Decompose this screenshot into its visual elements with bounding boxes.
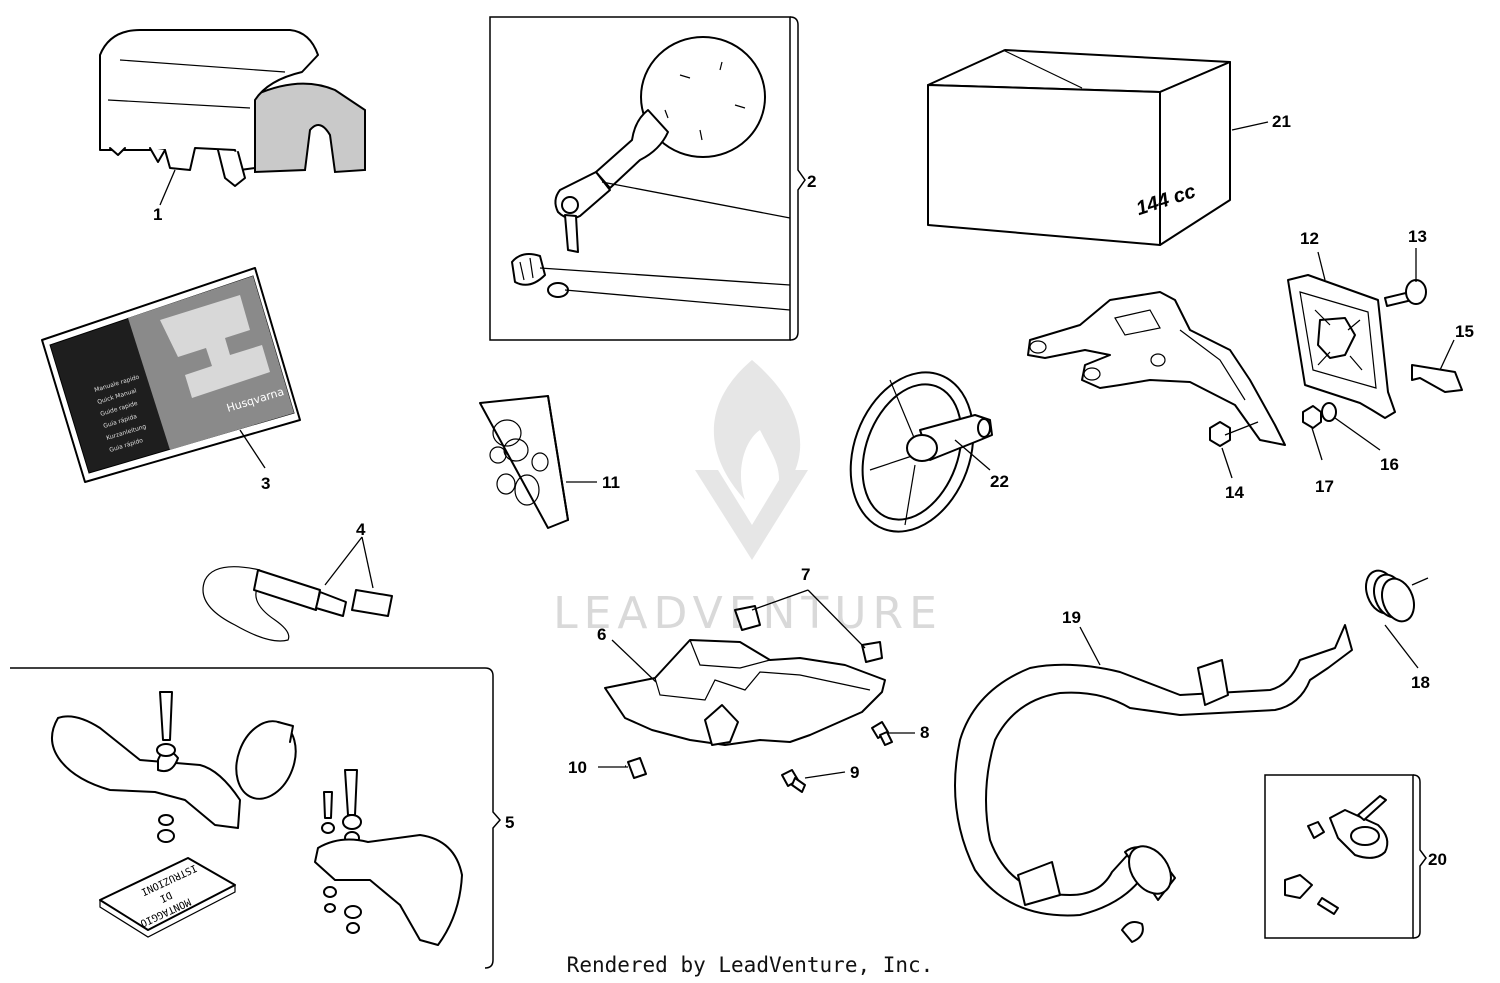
callout-7: 7 <box>801 565 810 584</box>
callout-21: 21 <box>1272 112 1291 131</box>
part-8-bolt <box>871 721 915 746</box>
callout-11: 11 <box>602 473 620 492</box>
part-9-bolt <box>781 769 846 793</box>
part-3-manual: Husqvarna Manuale rapido Quick Manual Gu… <box>41 267 301 483</box>
callout-2: 2 <box>807 172 816 191</box>
callout-19: 19 <box>1062 608 1081 627</box>
part-15-tab <box>1411 339 1463 393</box>
part-14-tail-bracket <box>1027 291 1286 479</box>
part-4-usb-stick <box>202 536 393 642</box>
callout-14: 14 <box>1225 483 1244 502</box>
part-10-spacer <box>598 757 647 779</box>
part-5-handguard-kit: ISTRUZIONI DI MONTAGGIO <box>10 667 501 969</box>
callout-18: 18 <box>1411 673 1430 692</box>
callout-20: 20 <box>1428 850 1447 869</box>
footer-credit: Rendered by LeadVenture, Inc. <box>567 953 934 977</box>
callout-5: 5 <box>505 813 514 832</box>
part-19-exhaust-pipe <box>954 624 1353 943</box>
callout-8: 8 <box>920 723 929 742</box>
part-22-filter-cage <box>849 371 993 533</box>
part-7-clips <box>734 589 883 663</box>
part-12-plate-holder <box>1287 251 1396 419</box>
callout-9: 9 <box>850 763 859 782</box>
callout-16: 16 <box>1380 455 1399 474</box>
part-11-seal-kit <box>479 395 597 529</box>
callout-17: 17 <box>1315 477 1334 496</box>
part-18-spring <box>1365 569 1429 669</box>
callout-3: 3 <box>261 474 270 493</box>
part-13-bolt <box>1384 248 1427 307</box>
callout-6: 6 <box>597 625 606 644</box>
callout-13: 13 <box>1408 227 1427 246</box>
callout-12: 12 <box>1300 229 1319 248</box>
part-6-skid-plate <box>604 639 886 767</box>
part-2-mirror <box>489 16 806 341</box>
callout-10: 10 <box>568 758 587 777</box>
callout-15: 15 <box>1455 322 1474 341</box>
callout-1: 1 <box>153 205 162 224</box>
part-16-17-washer-nut <box>1302 402 1381 461</box>
part-1-cover <box>99 29 366 206</box>
callout-4: 4 <box>356 520 366 539</box>
callout-22: 22 <box>990 472 1009 491</box>
part-20-clamp-kit <box>1264 774 1427 939</box>
instructions-line-2: DI <box>158 889 174 904</box>
part-21-box: 144 cc <box>927 49 1269 246</box>
